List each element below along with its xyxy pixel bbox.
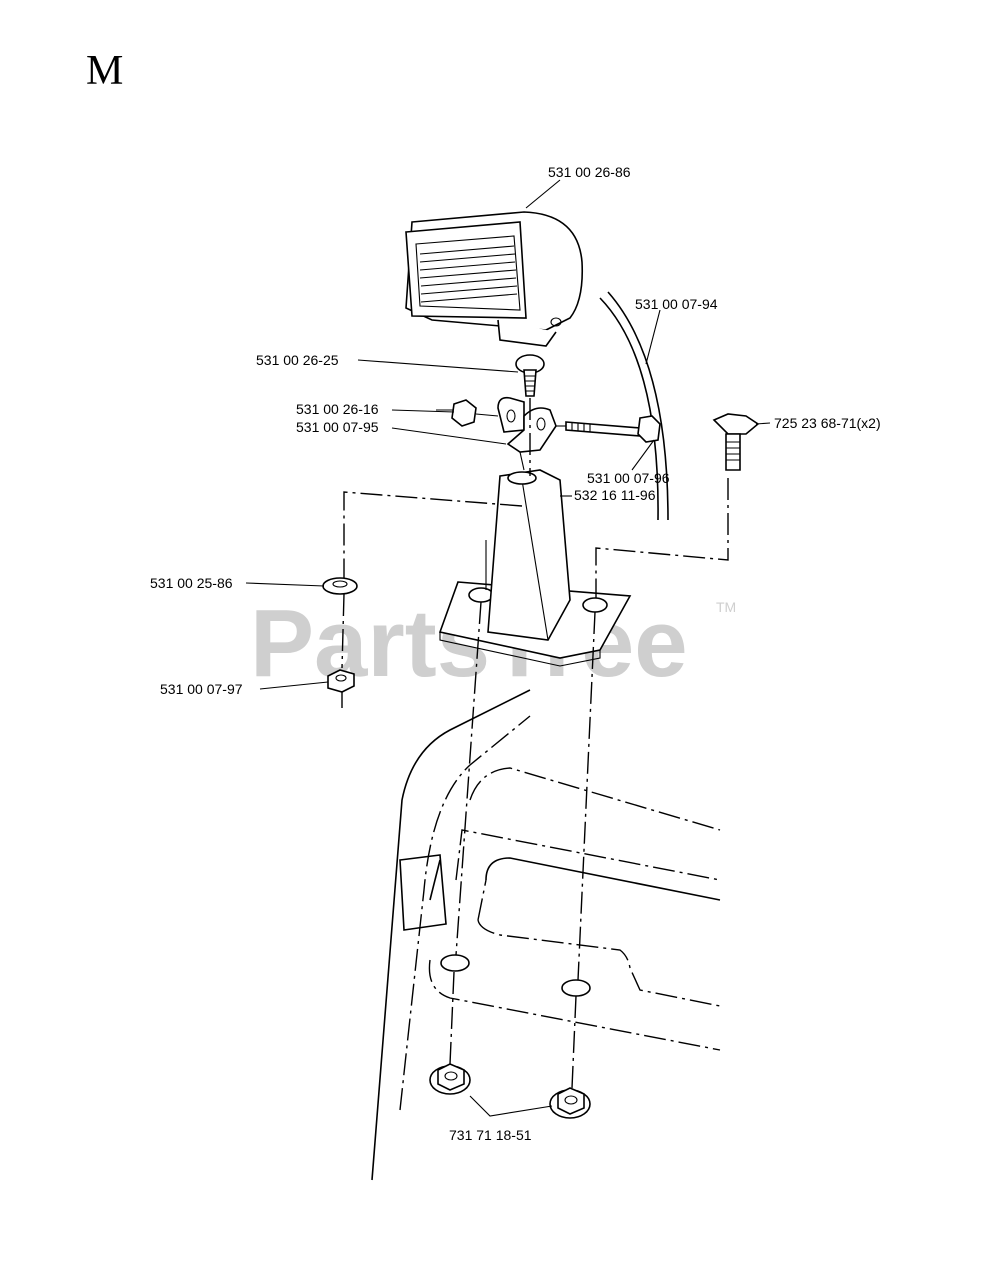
cable-line-b	[607, 291, 669, 521]
label-lamp: 531 00 26-86	[548, 164, 631, 180]
watermark-tm: TM	[716, 599, 736, 615]
cable-line-a	[599, 297, 659, 521]
label-stand: 532 16 11-96	[574, 487, 656, 503]
label-lock-washer: 531 00 25-86	[150, 575, 233, 591]
panel-hole-right	[561, 979, 591, 997]
label-carriage-bolt: 531 00 26-25	[256, 352, 339, 368]
panel-hole-left	[440, 954, 470, 972]
label-lock-nut: 531 00 07-97	[160, 681, 243, 697]
lamp-lens-lines	[419, 245, 518, 303]
label-cable: 531 00 07-94	[635, 296, 718, 312]
bracket-part	[497, 396, 557, 471]
pivot-bolt-part	[556, 415, 661, 443]
section-letter: M	[86, 48, 124, 94]
flange-nut-left	[429, 1063, 471, 1095]
label-knob-nut: 531 00 26-16	[296, 401, 379, 417]
label-pivot-bolt: 531 00 07-96	[587, 470, 670, 486]
knob-nut-part	[436, 399, 499, 427]
label-bracket: 531 00 07-95	[296, 419, 379, 435]
lock-washer-part	[322, 577, 358, 595]
work-lamp	[405, 211, 584, 347]
carriage-bolt-part	[515, 354, 545, 397]
stand-assembly	[438, 469, 632, 667]
lock-nut-part	[327, 669, 355, 693]
hex-bolt-part	[712, 413, 760, 471]
assembly-lines	[341, 398, 729, 1089]
label-flange-nut: 731 71 18-51	[449, 1127, 532, 1143]
leader-lines	[245, 179, 771, 1117]
mounting-panel	[371, 689, 721, 1181]
label-hex-bolt: 725 23 68-71(x2)	[774, 415, 881, 431]
flange-nut-right	[549, 1087, 591, 1119]
